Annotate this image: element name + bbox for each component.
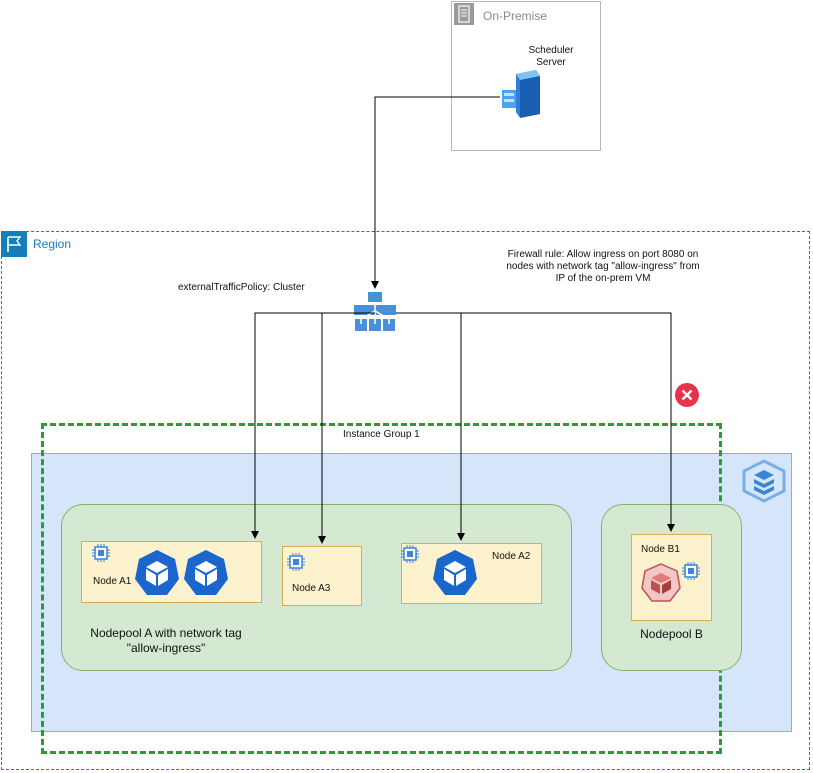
nodepool-b-label: Nodepool B [640, 627, 703, 641]
node-a2-label: Node A2 [492, 551, 531, 562]
cpu-chip-icon [401, 545, 419, 568]
connector-lb-to-node-b1 [396, 312, 675, 532]
traffic-policy-label: externalTrafficPolicy: Cluster [178, 282, 305, 293]
instance-group-title: Instance Group 1 [343, 429, 420, 440]
on-premise-container [451, 1, 601, 151]
node-a1-label: Node A1 [93, 576, 132, 587]
region-container [1, 231, 810, 770]
scheduler-server-label: Scheduler Server [528, 45, 574, 68]
connector-lb-to-node-a1 [251, 312, 354, 539]
flag-icon [1, 231, 27, 257]
pod-icon-red [640, 563, 682, 608]
server-icon [500, 70, 544, 120]
pod-icon [431, 549, 479, 602]
kubernetes-cluster-icon [741, 459, 787, 503]
blocked-x-icon [674, 382, 700, 408]
cpu-chip-icon [92, 544, 110, 567]
connector-lb-to-node-a3 [318, 312, 375, 544]
on-premise-title: On-Premise [483, 9, 548, 23]
pod-icon [182, 549, 230, 602]
node-b1-label: Node B1 [641, 544, 680, 555]
node-a3-label: Node A3 [292, 583, 331, 594]
connector-lb-to-node-a2 [396, 312, 465, 541]
load-balancer-icon [354, 291, 396, 333]
cpu-chip-icon [287, 553, 305, 576]
datacenter-icon [454, 3, 474, 25]
nodepool-a-label: Nodepool A with network tag "allow-ingre… [90, 626, 242, 655]
connector-onprem-to-lb [371, 96, 500, 289]
firewall-rule-label: Firewall rule: Allow ingress on port 808… [506, 249, 700, 284]
pod-icon [133, 549, 181, 602]
region-title: Region [33, 237, 72, 251]
cpu-chip-icon [682, 562, 700, 585]
